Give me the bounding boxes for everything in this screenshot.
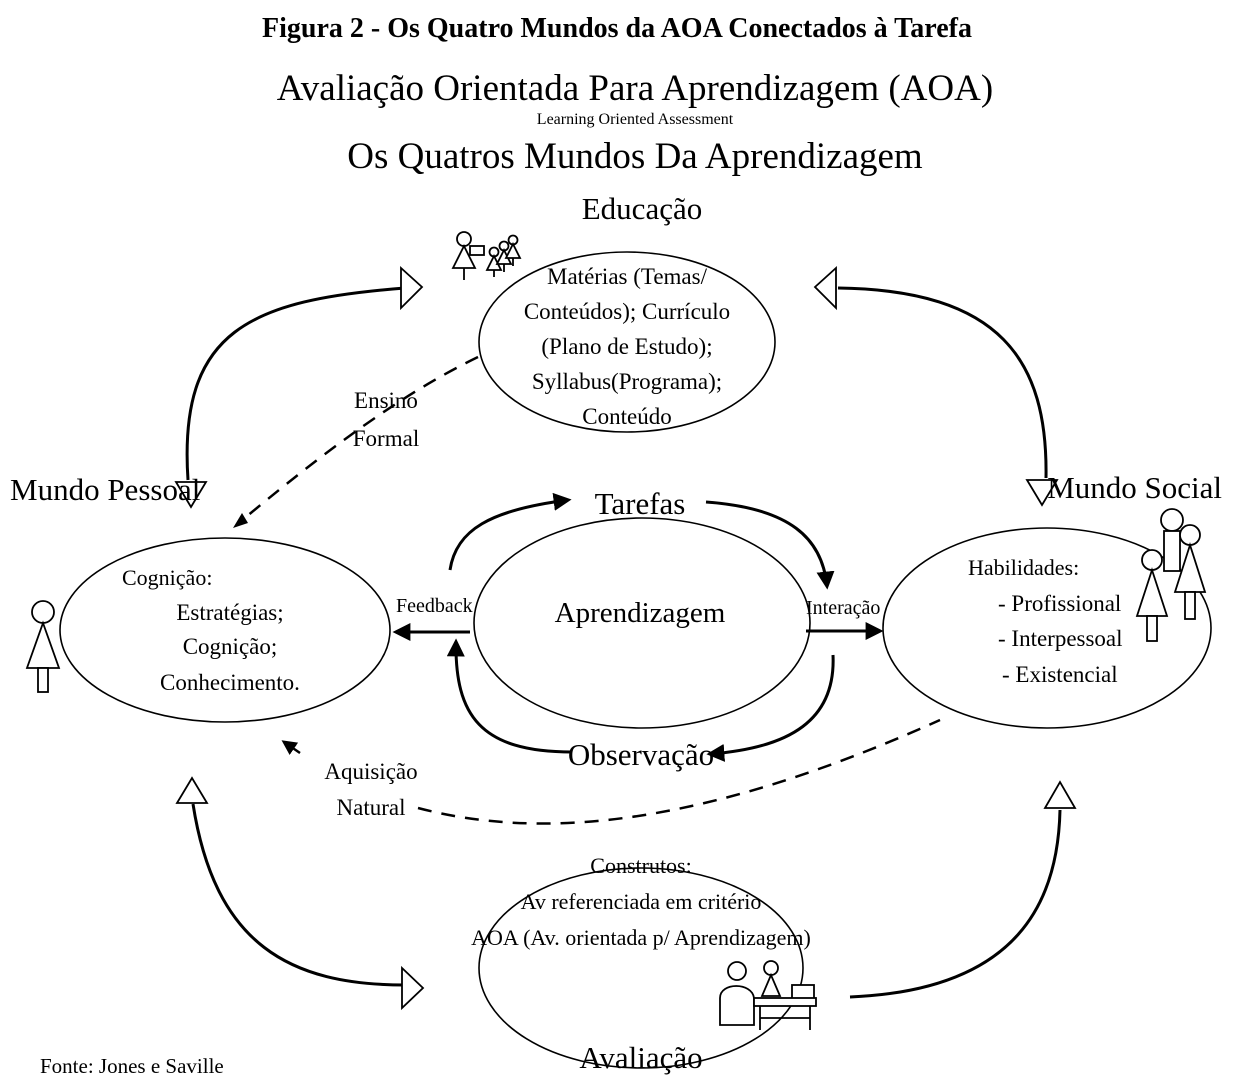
- classroom-figures-icon: [451, 231, 522, 280]
- education-line-2: Conteúdos); Currículo: [524, 299, 730, 324]
- dashed-formal-teaching: [239, 355, 479, 523]
- observation-label: Observação: [568, 737, 714, 772]
- arc-personal-assessment: [191, 803, 406, 987]
- diagram-subtitle-2: Os Quatros Mundos Da Aprendizagem: [347, 136, 923, 177]
- tasks-label: Tarefas: [595, 486, 686, 521]
- arrow-feedback-to-tasks: [448, 492, 572, 571]
- interaction-label: Interação: [806, 597, 880, 619]
- feedback-label: Feedback: [396, 595, 473, 617]
- hollow-arrow-social-top: [1025, 479, 1059, 507]
- diagram-title: Avaliação Orientada Para Aprendizagem (A…: [277, 68, 993, 109]
- hollow-arrow-education-right: [813, 265, 837, 311]
- natural-acquisition-line-1: Aquisição: [324, 759, 417, 784]
- learning-ellipse: [473, 517, 811, 729]
- hollow-arrow-education-left: [400, 265, 424, 311]
- assessment-scene-icon: [719, 960, 817, 1030]
- social-heading: Habilidades:: [968, 555, 1079, 580]
- arc-assessment-social: [849, 809, 1062, 999]
- formal-teaching-line-1: Ensino: [354, 388, 418, 413]
- hollow-arrow-personal-bottom: [175, 776, 209, 804]
- arc-education-social: [837, 286, 1048, 479]
- natural-acquisition-line-2: Natural: [337, 795, 406, 820]
- arrow-tasks-to-interaction: [705, 500, 835, 590]
- learning-label: Aprendizagem: [555, 597, 726, 629]
- personal-heading: Cognição:: [122, 565, 212, 590]
- natural-acquisition-arrow: [281, 740, 301, 755]
- hollow-arrow-social-bottom: [1043, 780, 1077, 809]
- arrow-to-observation: [706, 654, 835, 762]
- social-line-3: - Existencial: [1002, 662, 1118, 687]
- social-world-label: Mundo Social: [1047, 470, 1222, 505]
- personal-line-3: Conhecimento.: [160, 670, 300, 695]
- assessment-line-3: AOA (Av. orientada p/ Aprendizagem): [471, 925, 811, 950]
- education-label: Educação: [582, 191, 702, 226]
- diagram-subtitle: Learning Oriented Assessment: [537, 111, 734, 128]
- education-line-4: Syllabus(Programa);: [532, 369, 722, 394]
- education-line-5: Conteúdo: [582, 404, 671, 429]
- personal-ellipse: [59, 537, 391, 723]
- dashed-natural-acquisition: [417, 718, 941, 825]
- education-line-1: Matérias (Temas/: [547, 264, 708, 289]
- social-line-2: - Interpessoal: [998, 626, 1123, 651]
- arrow-observation-to-feedback: [446, 638, 573, 754]
- group-people-icon: [1135, 508, 1207, 642]
- social-line-1: - Profissional: [998, 591, 1121, 616]
- assessment-line-1: Construtos:: [590, 853, 691, 878]
- education-ellipse: [478, 251, 776, 433]
- hollow-arrow-assessment: [401, 965, 425, 1011]
- personal-line-1: Estratégias;: [176, 600, 283, 625]
- formal-teaching-line-2: Formal: [353, 426, 419, 451]
- personal-line-2: Cognição;: [183, 634, 278, 659]
- hollow-arrow-personal-top: [174, 481, 208, 509]
- personal-world-label: Mundo Pessoal: [10, 472, 200, 507]
- source-note: Fonte: Jones e Saville: [40, 1054, 224, 1077]
- arc-personal-education: [185, 286, 406, 481]
- figure-caption: Figura 2 - Os Quatro Mundos da AOA Conec…: [262, 13, 972, 44]
- assessment-line-2: Av referenciada em critério: [521, 889, 762, 914]
- education-line-3: (Plano de Estudo);: [541, 334, 712, 359]
- assessment-label: Avaliação: [579, 1040, 702, 1075]
- person-icon: [25, 600, 61, 693]
- dashed-formal-arrowhead: [233, 513, 248, 528]
